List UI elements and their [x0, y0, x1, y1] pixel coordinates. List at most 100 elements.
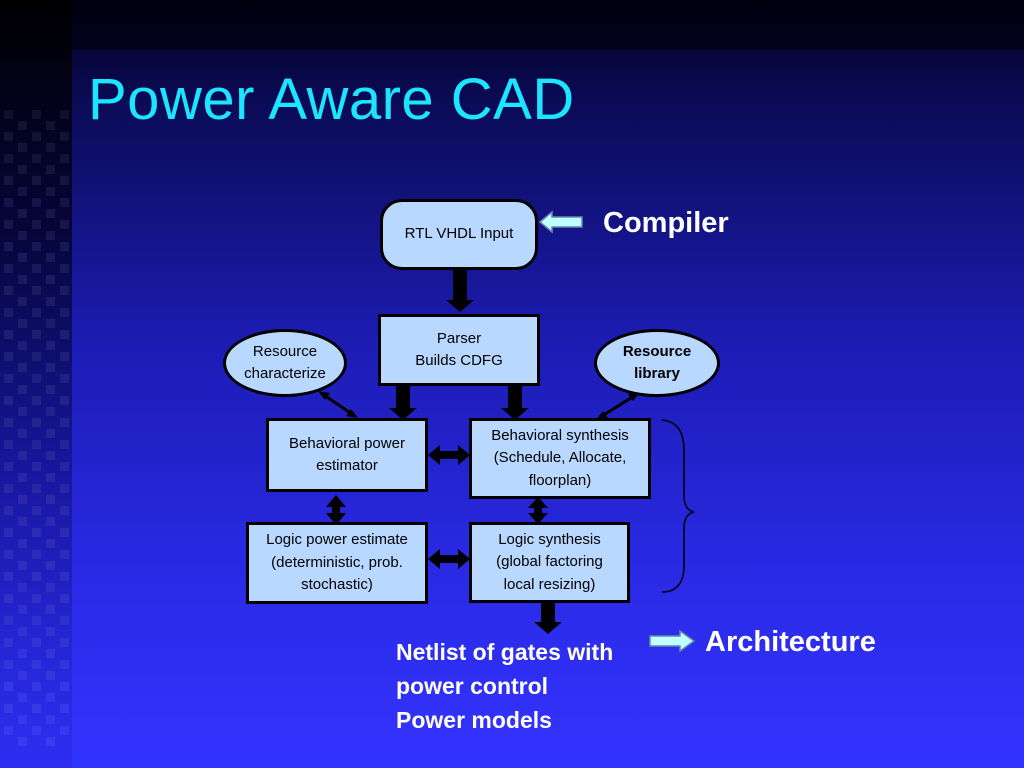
- decorative-square: [18, 583, 27, 592]
- decorative-square: [46, 561, 55, 570]
- decorative-square: [18, 627, 27, 636]
- parser-node: Parser Builds CDFG: [378, 314, 540, 386]
- decorative-square: [46, 693, 55, 702]
- decorative-square: [60, 462, 69, 471]
- decorative-square: [60, 418, 69, 427]
- resource-library-text: Resource library: [622, 342, 692, 383]
- decorative-square: [18, 693, 27, 702]
- decorative-square: [18, 363, 27, 372]
- decorative-square: [60, 528, 69, 537]
- decorative-square: [4, 110, 13, 119]
- decorative-square: [32, 176, 41, 185]
- decorative-square: [60, 638, 69, 647]
- rtl-vhdl-input-text: RTL VHDL Input: [404, 225, 514, 243]
- decorative-square: [46, 319, 55, 328]
- decorative-square: [46, 341, 55, 350]
- decorative-square: [32, 286, 41, 295]
- logic-power-estimate-node: Logic power estimate (deterministic, pro…: [246, 522, 428, 604]
- behavioral-synthesis-text: Behavioral synthesis (Schedule, Allocate…: [491, 426, 629, 489]
- decorative-square: [32, 660, 41, 669]
- logic-power-estimate-text: Logic power estimate (deterministic, pro…: [266, 531, 408, 594]
- arrow-logic-bidirectional: [428, 549, 470, 569]
- decorative-square: [60, 330, 69, 339]
- decorative-square: [32, 506, 41, 515]
- decorative-square: [18, 187, 27, 196]
- decorative-square: [32, 484, 41, 493]
- decorative-square: [46, 495, 55, 504]
- decorative-square: [60, 682, 69, 691]
- decorative-square: [18, 517, 27, 526]
- decorative-square: [32, 132, 41, 141]
- decorative-square: [46, 539, 55, 548]
- decorative-square: [18, 297, 27, 306]
- arrow-logic-synthesis-to-netlist: [534, 602, 562, 634]
- decorative-square: [46, 605, 55, 614]
- right-brace: [661, 419, 695, 593]
- decorative-square: [60, 154, 69, 163]
- decorative-square: [60, 264, 69, 273]
- decorative-square: [4, 462, 13, 471]
- decorative-square: [4, 484, 13, 493]
- behavioral-synthesis-node: Behavioral synthesis (Schedule, Allocate…: [469, 418, 651, 499]
- decorative-square: [46, 209, 55, 218]
- decorative-square: [60, 506, 69, 515]
- decorative-square: [32, 726, 41, 735]
- decorative-square: [32, 550, 41, 559]
- decorative-square: [32, 594, 41, 603]
- decorative-square: [46, 385, 55, 394]
- decorative-square: [60, 616, 69, 625]
- slide-title: Power Aware CAD: [88, 67, 575, 132]
- decorative-square: [32, 308, 41, 317]
- decorative-square: [46, 143, 55, 152]
- decorative-square: [32, 462, 41, 471]
- left-decoration-bar: [0, 0, 72, 768]
- decorative-square: [60, 704, 69, 713]
- resource-characterize-node: Resource characterize: [223, 329, 347, 397]
- decorative-square: [60, 594, 69, 603]
- decorative-square: [60, 198, 69, 207]
- decorative-square: [18, 165, 27, 174]
- decorative-square: [32, 704, 41, 713]
- decorative-square: [60, 176, 69, 185]
- decorative-square: [32, 352, 41, 361]
- decorative-square: [46, 473, 55, 482]
- decorative-square: [4, 528, 13, 537]
- decorative-square: [60, 440, 69, 449]
- decorative-square: [4, 154, 13, 163]
- decorative-square: [4, 506, 13, 515]
- decorative-square: [18, 737, 27, 746]
- decorative-square: [18, 605, 27, 614]
- decorative-square: [46, 363, 55, 372]
- decorative-square: [4, 660, 13, 669]
- arrow-behavioral-power-to-logic-power: [326, 495, 346, 525]
- architecture-pointer-icon: [649, 629, 696, 653]
- decorative-square: [4, 308, 13, 317]
- arrow-parser-to-behavioral-power: [389, 384, 417, 420]
- decorative-square: [18, 319, 27, 328]
- architecture-label: Architecture: [705, 626, 876, 658]
- decorative-square: [46, 451, 55, 460]
- decorative-square: [32, 638, 41, 647]
- decorative-square: [18, 671, 27, 680]
- decorative-square: [46, 253, 55, 262]
- decorative-square: [46, 297, 55, 306]
- decorative-square: [46, 583, 55, 592]
- decorative-square: [46, 627, 55, 636]
- behavioral-power-estimator-text: Behavioral power estimator: [289, 434, 405, 475]
- decorative-square: [60, 220, 69, 229]
- decorative-square: [18, 451, 27, 460]
- decorative-square: [4, 374, 13, 383]
- decorative-square: [4, 220, 13, 229]
- decorative-square: [32, 198, 41, 207]
- compiler-pointer-icon: [538, 210, 583, 234]
- decorative-square: [4, 726, 13, 735]
- decorative-square: [60, 308, 69, 317]
- decorative-square: [60, 550, 69, 559]
- decorative-square: [32, 374, 41, 383]
- decorative-square: [18, 715, 27, 724]
- arrow-behavioral-synthesis-to-logic-synthesis: [528, 497, 548, 524]
- decorative-square: [46, 187, 55, 196]
- compiler-label: Compiler: [603, 207, 729, 239]
